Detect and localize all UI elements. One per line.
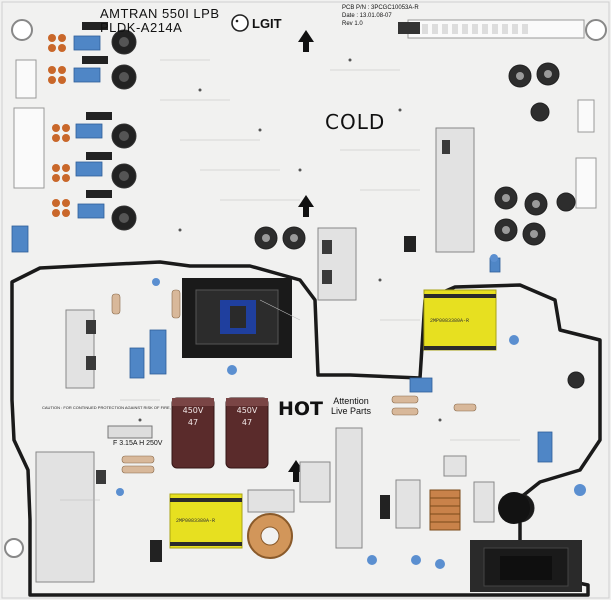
- transformer-top-label: 2MP0083380A-R: [430, 318, 470, 324]
- caution-notice: CAUTION : FOR CONTINUED PROTECTION AGAIN…: [42, 405, 171, 410]
- lgit-logo-text: LGIT: [252, 16, 282, 31]
- transformer-bottom-label: 2MP0083380A-R: [176, 518, 216, 524]
- fuse-rating-label: F 3.15A H 250V: [113, 440, 163, 447]
- cold-side-label: COLD: [325, 110, 386, 134]
- bulk-cap-2-rating: 450V: [236, 406, 258, 415]
- pcb-part-number: PCB P/N : 3PCGC10053A-R: [342, 5, 419, 11]
- attention-line-1: Attention: [333, 396, 369, 406]
- board-part-label: PLDK-A214A: [100, 20, 183, 35]
- pcb-revision: Rev 1.0: [342, 21, 363, 27]
- hot-side-label: HOT: [278, 398, 324, 420]
- attention-line-2: Live Parts: [331, 406, 372, 416]
- pcb-date: Date : 13.01.08-07: [342, 13, 392, 19]
- bulk-cap-1-rating: 450V: [182, 406, 204, 415]
- board-model-label: AMTRAN 550I LPB: [100, 6, 220, 21]
- attention-warning: Attention Live Parts: [331, 396, 371, 416]
- bulk-cap-1-value: 47: [187, 418, 199, 427]
- pcb-info-block: PCB P/N : 3PCGC10053A-R Date : 13.01.08-…: [342, 4, 419, 28]
- bulk-cap-2-value: 47: [241, 418, 253, 427]
